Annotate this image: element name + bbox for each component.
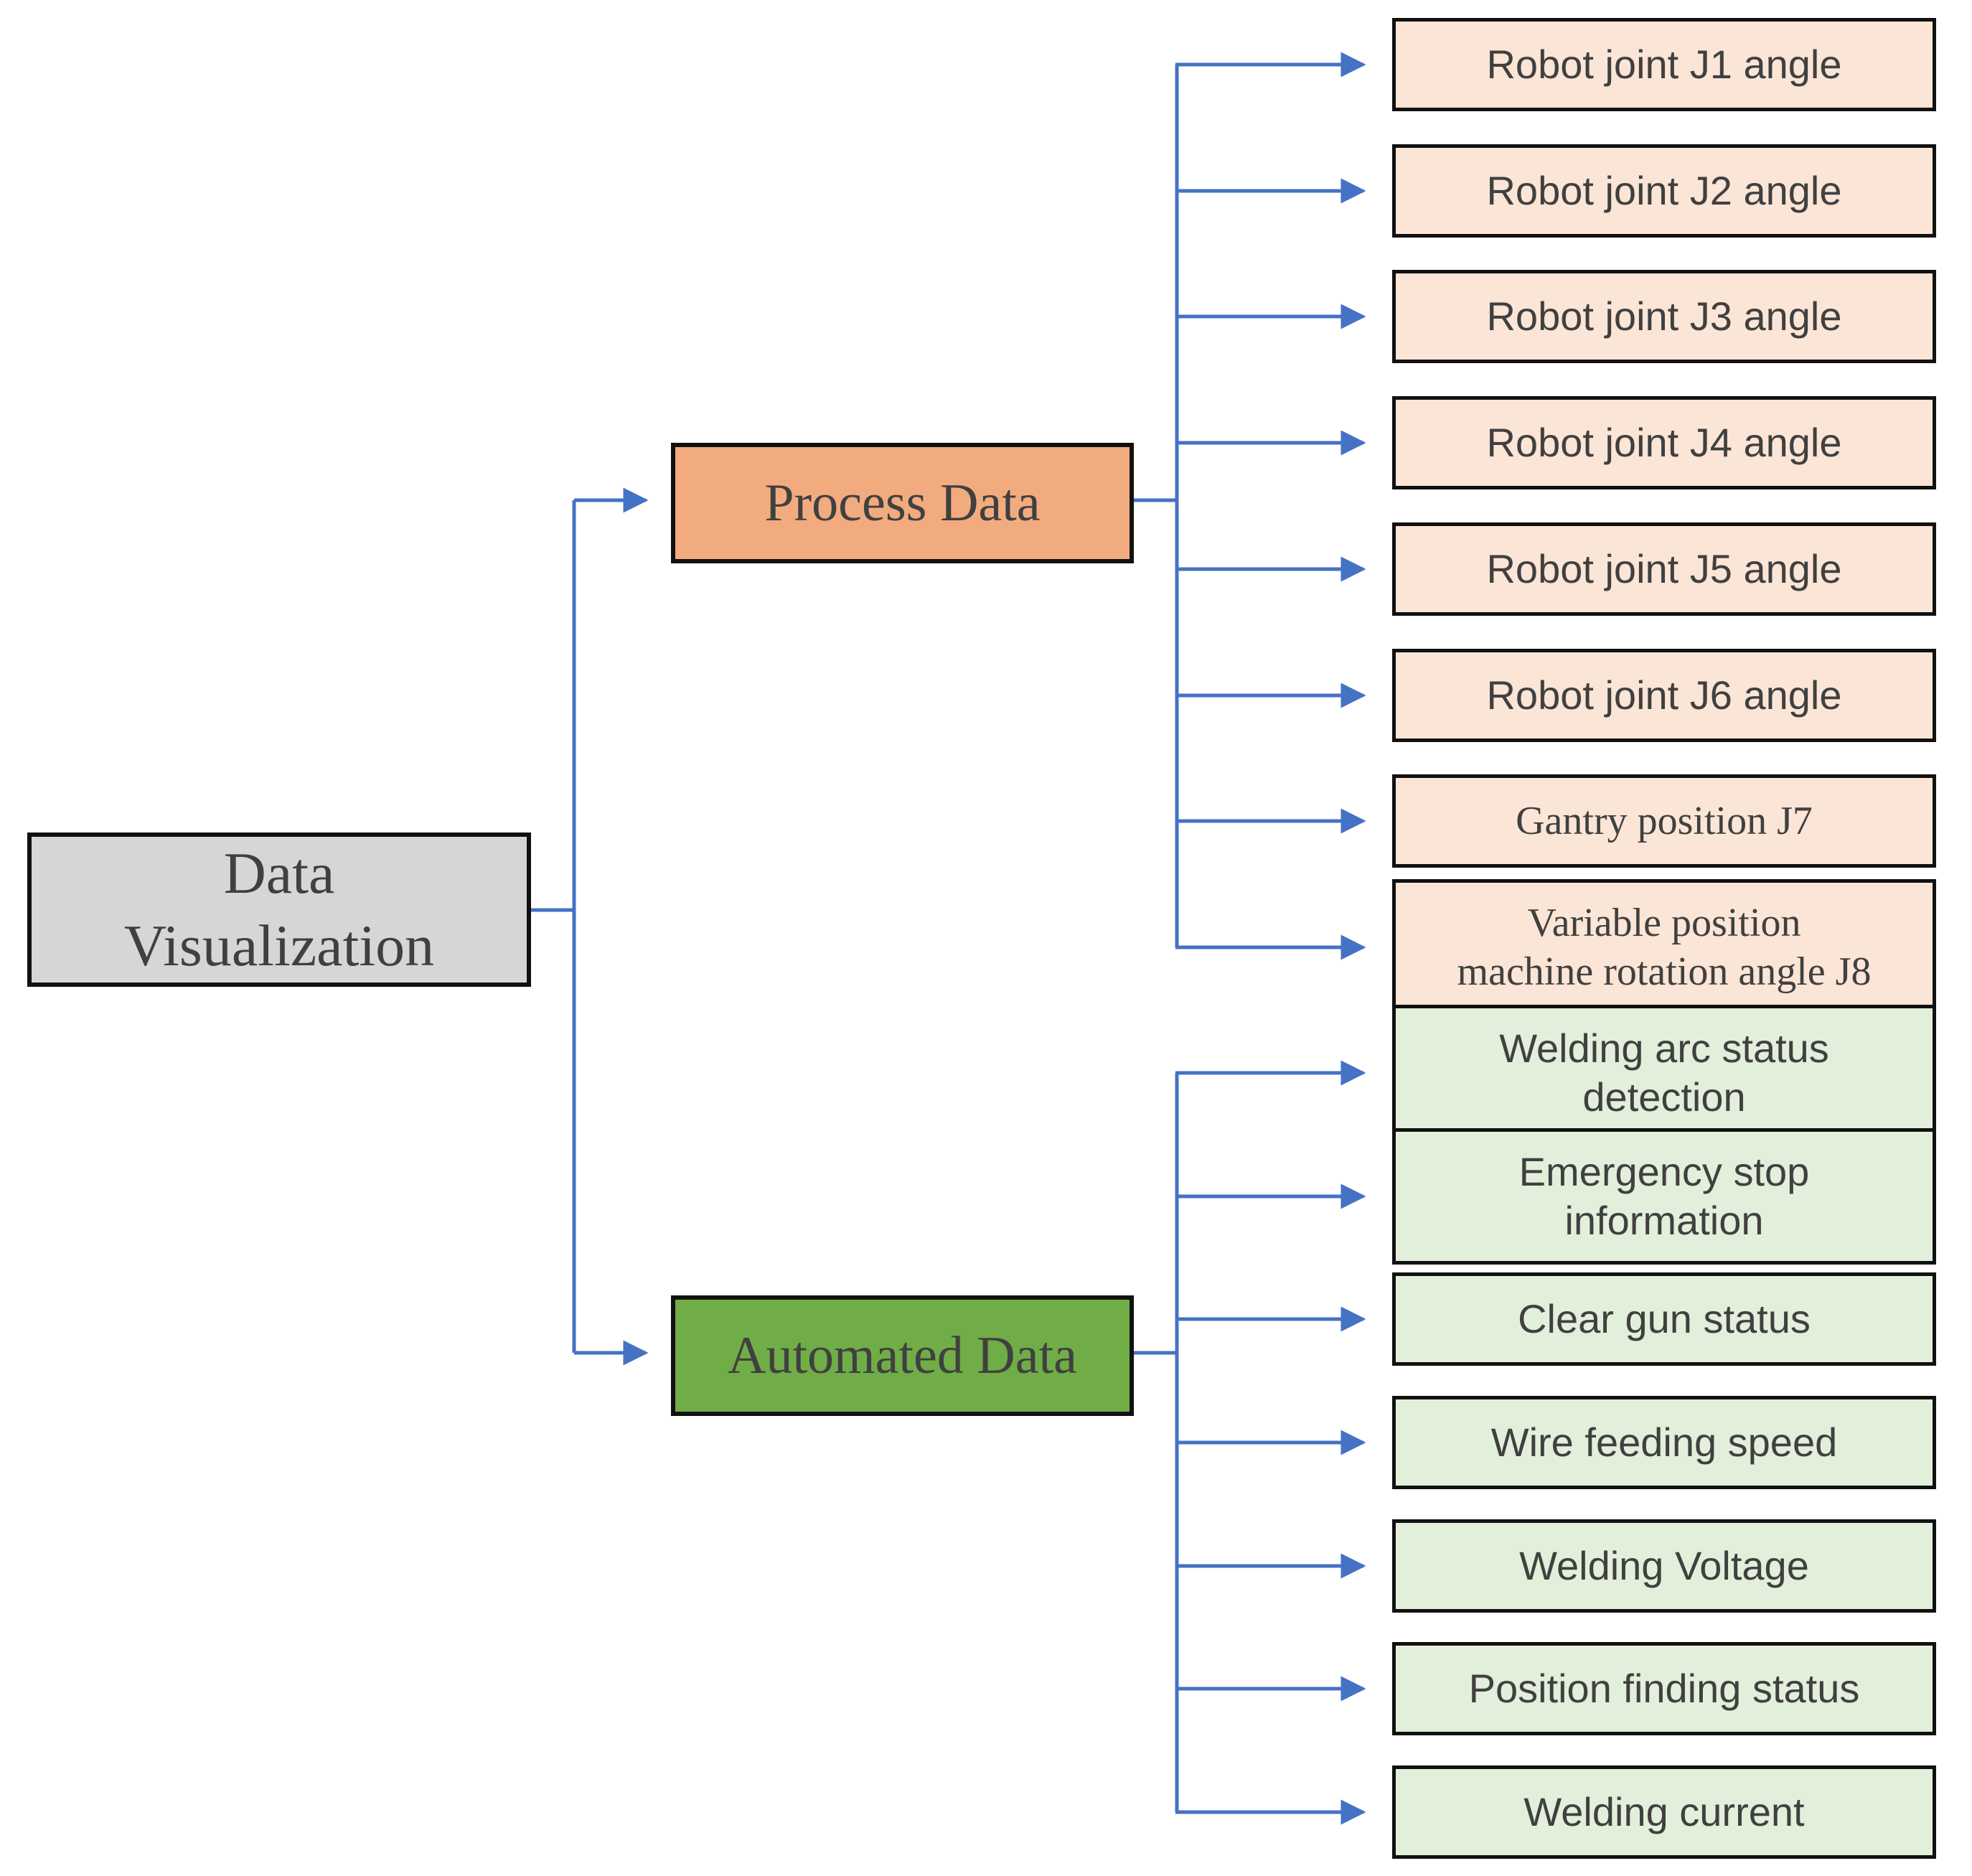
node-gantry-position-j7: Gantry position J7: [1392, 774, 1936, 868]
node-robot-joint-j3-angle: Robot joint J3 angle: [1392, 270, 1936, 363]
node-emergency-stop-information: Emergency stop information: [1392, 1128, 1936, 1265]
node-welding-arc-status-detection: Welding arc status detection: [1392, 1005, 1936, 1141]
node-robot-joint-j5-angle: Robot joint J5 angle: [1392, 522, 1936, 616]
node-welding-current: Welding current: [1392, 1765, 1936, 1859]
node-position-finding-status: Position finding status: [1392, 1642, 1936, 1735]
node-robot-joint-j6-angle: Robot joint J6 angle: [1392, 649, 1936, 742]
node-robot-joint-j1-angle: Robot joint J1 angle: [1392, 18, 1936, 111]
node-welding-voltage: Welding Voltage: [1392, 1519, 1936, 1613]
node-automated-data: Automated Data: [671, 1295, 1134, 1416]
automated-connector-tree: [1134, 1060, 1366, 1825]
node-robot-joint-j4-angle: Robot joint J4 angle: [1392, 396, 1936, 489]
node-data-visualization: Data Visualization: [27, 833, 531, 987]
root-connector: [531, 487, 649, 1366]
node-variable-position-machine-rotation-angle-j8: Variable position machine rotation angle…: [1392, 879, 1936, 1016]
node-robot-joint-j2-angle: Robot joint J2 angle: [1392, 144, 1936, 238]
node-wire-feeding-speed: Wire feeding speed: [1392, 1396, 1936, 1489]
process-connector-tree: [1134, 52, 1366, 960]
node-process-data: Process Data: [671, 443, 1134, 563]
node-clear-gun-status: Clear gun status: [1392, 1272, 1936, 1366]
